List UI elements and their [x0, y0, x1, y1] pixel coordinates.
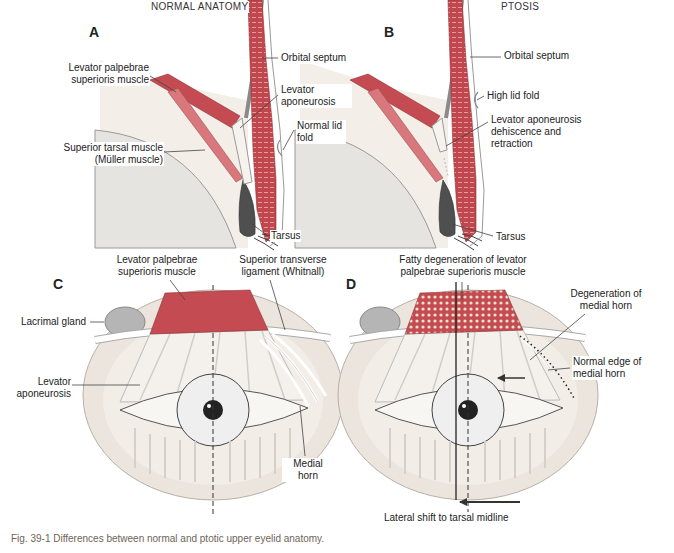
- anatomy-label: Tarsus: [495, 231, 526, 243]
- anatomy-label: Levator aponeurosis: [8, 376, 72, 400]
- anatomy-label: Medial horn: [282, 458, 334, 482]
- anatomy-label: Fatty degeneration of levator palpebrae …: [392, 254, 534, 278]
- anatomy-label: Levator palpebrae superioris muscle: [106, 254, 208, 278]
- anatomy-label: Degeneration of medial horn: [560, 288, 652, 312]
- anatomy-label: Normal lid fold: [296, 120, 346, 144]
- panel-letter: C: [52, 276, 64, 292]
- panel-heading: NORMAL ANATOMY: [150, 1, 249, 13]
- panel-heading: PTOSIS: [500, 1, 540, 13]
- anatomy-label: High lid fold: [486, 90, 540, 102]
- panel-letter: D: [345, 276, 357, 292]
- anatomy-label: Levator aponeurosis dehiscence and retra…: [490, 114, 602, 150]
- anatomy-label: Levator aponeurosis: [280, 84, 352, 108]
- anatomy-label: Tarsus: [270, 230, 301, 242]
- anatomy-label: Superior transverse ligament (Whitnall): [222, 254, 344, 278]
- panel-letter: B: [383, 24, 395, 40]
- panel-letter: A: [88, 24, 100, 40]
- anatomy-label: Lateral shift to tarsal midline: [383, 512, 510, 524]
- anatomy-label: Levator palpebrae superioris muscle: [40, 62, 150, 86]
- anatomy-label: Superior tarsal muscle (Müller muscle): [50, 142, 164, 166]
- figure-caption: Fig. 39-1 Differences between normal and…: [10, 533, 325, 545]
- anatomy-label: Orbital septum: [280, 52, 347, 64]
- anatomy-label: Lacrimal gland: [20, 316, 87, 328]
- anatomy-label: Normal edge of medial horn: [572, 356, 664, 380]
- anatomy-label: Orbital septum: [503, 50, 570, 62]
